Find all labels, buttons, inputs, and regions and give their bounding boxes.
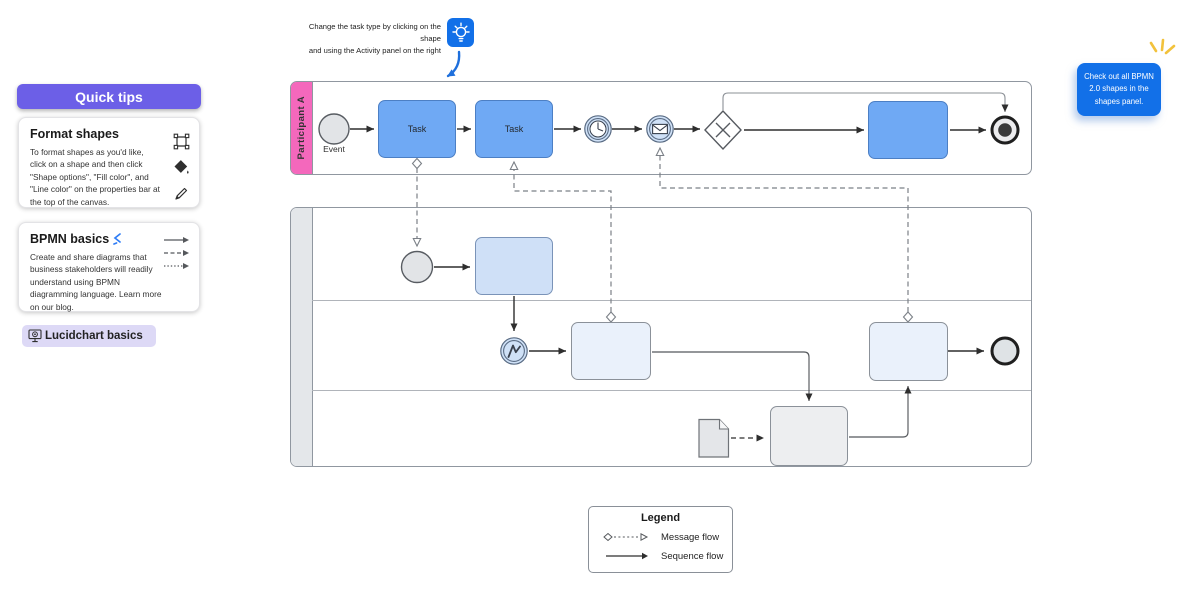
- task-3-unlabeled[interactable]: [868, 101, 948, 159]
- bpmn-basics-title: BPMN basics: [30, 232, 110, 246]
- click-cursor-icon: [113, 233, 122, 245]
- envelope-icon: [652, 124, 668, 132]
- format-shapes-card[interactable]: Format shapes To format shapes as you'd …: [18, 117, 200, 208]
- document-shape[interactable]: [698, 418, 730, 458]
- clock-icon: [597, 122, 604, 132]
- start-event-pool1[interactable]: [318, 113, 350, 145]
- task-1[interactable]: Task: [378, 100, 456, 158]
- end-event-pool2[interactable]: [990, 336, 1020, 366]
- shapes-panel-note[interactable]: Check out all BPMN 2.0 shapes in the sha…: [1077, 63, 1161, 116]
- lightning-icon: [507, 344, 521, 358]
- legend-row-message: Message flow: [602, 531, 732, 543]
- pool-participant-a-header[interactable]: Participant A: [291, 82, 313, 174]
- msg-lane2task-messageevent: [655, 146, 909, 312]
- seq-gateway-end-loop[interactable]: [722, 92, 1009, 112]
- quick-tips-header[interactable]: Quick tips: [17, 84, 201, 109]
- legend-title: Legend: [640, 512, 681, 524]
- pool2-lane2-task-left[interactable]: [571, 322, 651, 380]
- format-shapes-title: Format shapes: [30, 127, 119, 141]
- flow-styles-icon: [162, 236, 190, 270]
- msg-lane2task-task2: [509, 160, 612, 312]
- pool-participant-b-header[interactable]: [291, 208, 313, 466]
- fill-color-icon: [174, 160, 189, 174]
- message-flows[interactable]: [412, 146, 909, 312]
- sequence-flows-pool1[interactable]: [350, 125, 986, 134]
- lightbulb-icon: [451, 22, 470, 42]
- tip-arrow: [446, 50, 461, 78]
- pool2-lane3-task[interactable]: [770, 406, 848, 466]
- event-label: Event: [323, 144, 345, 154]
- seq-lane2-to-lane3: [652, 351, 813, 401]
- bpmn-basics-card[interactable]: BPMN basics Create and share diagrams th…: [18, 222, 200, 312]
- message-flow-glyph: [603, 532, 649, 542]
- gateway-x-marker: [715, 122, 731, 138]
- lane-divider-1: [312, 300, 1031, 301]
- lucidchart-basics-button[interactable]: Lucidchart basics: [22, 325, 156, 347]
- message-event[interactable]: [646, 115, 674, 143]
- sparkle-icon: [1149, 38, 1176, 55]
- format-shapes-body: To format shapes as you'd like, click on…: [30, 147, 160, 207]
- line-color-icon: [175, 187, 188, 200]
- end-event-pool1[interactable]: [990, 115, 1020, 145]
- seq-lane3-to-lane2: [849, 386, 912, 438]
- task-type-tip: Change the task type by clicking on the …: [308, 22, 441, 55]
- pool2-lane2-task-right[interactable]: [869, 322, 948, 381]
- sequence-flow-glyph: [606, 552, 648, 560]
- pool2-lane1-task[interactable]: [475, 237, 553, 295]
- format-icons: [173, 133, 190, 202]
- lightbulb-tip-button[interactable]: [447, 18, 474, 47]
- error-event[interactable]: [500, 337, 528, 365]
- monitor-icon: [28, 329, 42, 343]
- lane-divider-2: [312, 390, 1031, 391]
- task-2[interactable]: Task: [475, 100, 553, 158]
- exclusive-gateway[interactable]: [704, 109, 742, 151]
- transform-icon: [173, 133, 190, 150]
- lucidchart-basics-label: Lucidchart basics: [45, 330, 143, 342]
- legend-row-sequence: Sequence flow: [602, 550, 732, 562]
- start-event-pool2[interactable]: [400, 250, 434, 284]
- legend-box[interactable]: Legend Message flow Sequence flow: [588, 506, 733, 573]
- sequence-flows-pool2[interactable]: [434, 263, 984, 355]
- bpmn-basics-body: Create and share diagrams that business …: [30, 252, 162, 312]
- document-fold: [718, 419, 729, 430]
- timer-event[interactable]: [584, 115, 612, 143]
- routed-sequence-flows[interactable]: [652, 351, 912, 438]
